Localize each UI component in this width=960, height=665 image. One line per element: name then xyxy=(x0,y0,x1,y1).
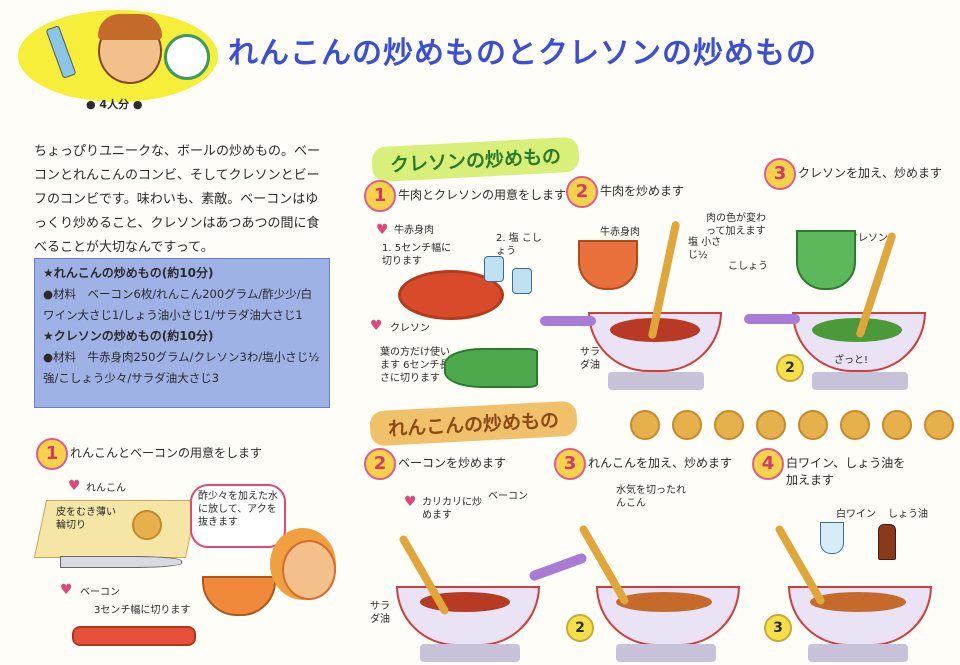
frying-pan-icon xyxy=(164,34,210,80)
oil-note-2: サラダ油 xyxy=(370,601,390,625)
intro-text: ちょっぴりユニークな、ボールの炒めもの。ベーコンとれんこんのコンビ、そしてクレソ… xyxy=(34,144,321,255)
beef-label: 牛赤身肉 xyxy=(394,225,434,236)
beef-label-2: 牛赤身肉 xyxy=(600,227,640,238)
wine-label: 白ワイン xyxy=(836,509,876,520)
bacon-label-2: ベーコン xyxy=(488,491,528,502)
step-2-badge: 2 xyxy=(776,354,804,382)
lotus-slice-icon xyxy=(672,410,702,440)
vinegar-note: 酢少々を加えた水に放して、アクを抜きます xyxy=(198,491,278,528)
color-change-note: 肉の色が変わって加えます xyxy=(706,213,766,237)
pan-food xyxy=(810,592,906,612)
soaking-bowl xyxy=(202,576,276,616)
lotus-slice-icon xyxy=(798,410,828,440)
knife-icon xyxy=(60,556,182,568)
pan-handle xyxy=(540,316,596,326)
chef-hair xyxy=(98,14,162,40)
lotus-ingredients: ●材料 ベーコン6枚/れんこん200グラム/酢少少/白ワイン大さじ1/しょう油小… xyxy=(43,287,313,322)
lotus-step-1-text: れんこんとベーコンの用意をします xyxy=(70,446,263,460)
lotus-slice-icon xyxy=(132,510,162,540)
crispy-note: カリカリに炒めます xyxy=(422,497,482,521)
lotus-slice-icon xyxy=(882,410,912,440)
cress-cut-note: 葉の方だけ使います 6センチ長さに切ります xyxy=(380,347,450,384)
heart-icon: ♥ xyxy=(376,222,389,238)
pan-handle xyxy=(744,314,800,324)
stove-burner xyxy=(616,644,716,662)
bacon-label: ベーコン xyxy=(80,587,120,598)
servings-label: ● 4人分 ● xyxy=(86,98,143,111)
stove-burner xyxy=(812,372,908,390)
cress-step-3-text: クレソンを加え、炒めます xyxy=(798,166,943,180)
quick-note: ざっと! xyxy=(834,355,869,366)
heart-icon: ♥ xyxy=(60,582,73,598)
lotus-slice-icon xyxy=(714,410,744,440)
stove-burner xyxy=(420,644,520,662)
pepper-shaker-icon xyxy=(512,268,532,294)
stove-burner xyxy=(808,644,908,662)
lotus-step-4-number: 4 xyxy=(752,448,784,480)
drained-note: 水気を切ったれんこん xyxy=(616,485,686,509)
pan-food xyxy=(616,592,712,612)
step-2-badge: 2 xyxy=(566,614,594,642)
lotus-slice-icon xyxy=(756,410,786,440)
cress-step-2-number: 2 xyxy=(566,176,598,208)
beef-cut-note: 1. 5センチ幅に切ります xyxy=(382,243,452,267)
cress-step-1-number: 1 xyxy=(364,180,396,212)
oil-note: サラダ油 xyxy=(580,347,600,371)
pepper-note: こしょう xyxy=(728,261,768,272)
soy-bottle-icon xyxy=(878,524,896,560)
page-title: れんこんの炒めものとクレソンの炒めもの xyxy=(228,36,817,71)
cress-recipe-title: ★クレソンの炒めもの(約10分) xyxy=(43,329,214,343)
heart-icon: ♥ xyxy=(68,478,81,494)
heart-icon: ♥ xyxy=(404,494,417,510)
cress-bowl xyxy=(796,230,856,290)
lotus-section-banner: れんこんの炒めもの xyxy=(369,400,578,447)
step-3-badge: 3 xyxy=(764,614,792,642)
beef-bowl xyxy=(578,240,638,290)
ingredients-box: ★れんこんの炒めもの(約10分) ●材料 ベーコン6枚/れんこん200グラム/酢… xyxy=(34,258,330,408)
woman-face xyxy=(282,540,336,600)
lotus-step-2-number: 2 xyxy=(364,448,396,480)
cress-ingredients: ●材料 牛赤身肉250グラム/クレソン3わ/塩小さじ½強/こしょう少々/サラダ油… xyxy=(43,350,320,385)
cress-step-2-text: 牛肉を炒めます xyxy=(600,184,685,198)
cress-section-banner: クレソンの炒めもの xyxy=(371,136,580,183)
pan-handle xyxy=(528,552,588,582)
salt-note: 塩 小さじ½ xyxy=(688,237,722,261)
salt-shaker-icon xyxy=(484,256,504,282)
lotus-step-3-text: れんこんを加え、炒めます xyxy=(588,456,733,470)
stove-burner xyxy=(608,372,704,390)
seasoning-note: 2. 塩 こしょう xyxy=(496,233,542,257)
heart-icon: ♥ xyxy=(370,318,383,334)
lotus-slice-icon xyxy=(840,410,870,440)
cress-step-3-number: 3 xyxy=(764,158,796,190)
bacon-cut-note: 3センチ幅に切ります xyxy=(94,605,191,616)
lotus-slice-icon xyxy=(924,410,954,440)
cress-label-3: クレソン xyxy=(848,233,888,244)
lotus-slice-icon xyxy=(630,410,660,440)
bacon-strip xyxy=(72,626,196,646)
cress-bunch xyxy=(444,348,538,388)
lotus-label: れんこん xyxy=(86,483,126,494)
lotus-step-3-number: 3 xyxy=(554,448,586,480)
peel-note: 皮をむき薄い輪切り xyxy=(56,507,116,531)
lotus-recipe-title: ★れんこんの炒めもの(約10分) xyxy=(43,266,214,280)
wine-glass-icon xyxy=(820,522,844,554)
lotus-step-4-text: 白ワイン、しょう油を加えます xyxy=(786,456,906,487)
soy-label: しょう油 xyxy=(888,509,928,520)
lotus-step-2-text: ベーコンを炒めます xyxy=(398,456,507,470)
speech-bubble xyxy=(190,484,286,548)
cress-label: クレソン xyxy=(390,323,430,334)
lotus-step-1-number: 1 xyxy=(36,438,68,470)
cress-step-1-text: 牛肉とクレソンの用意をします xyxy=(398,188,567,202)
